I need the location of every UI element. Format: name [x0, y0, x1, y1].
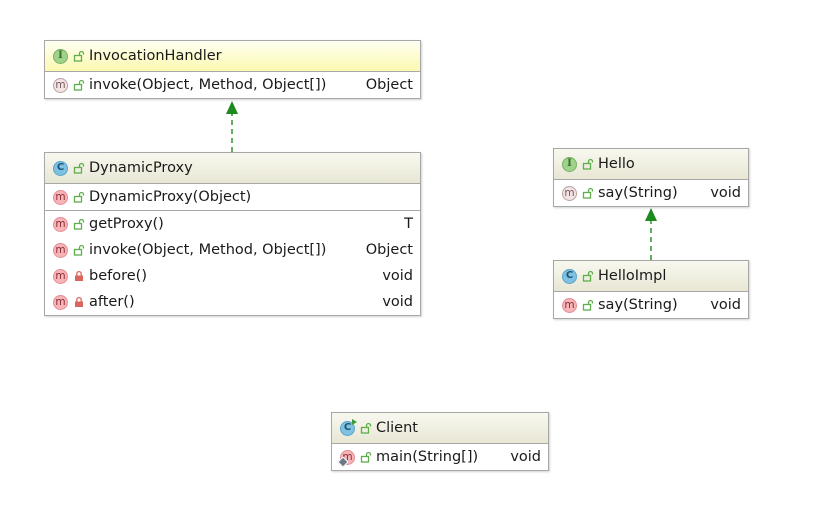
public-lock-icon — [73, 244, 85, 256]
method-icon: m — [53, 268, 68, 284]
public-lock-icon — [582, 187, 594, 199]
interface-header: I Hello — [554, 149, 748, 180]
class-header: C Client — [332, 413, 548, 444]
class-name: DynamicProxy — [89, 160, 193, 176]
method-signature: invoke(Object, Method, Object[]) — [89, 77, 327, 93]
interface-header: I InvocationHandler — [45, 41, 420, 72]
methods-section: m say(String) void — [554, 180, 748, 206]
class-icon: C — [53, 160, 68, 176]
interface-name: InvocationHandler — [89, 48, 222, 64]
method-signature: after() — [89, 294, 135, 310]
method-icon: m — [53, 216, 68, 232]
method-row[interactable]: m invoke(Object, Method, Object[]) Objec… — [45, 237, 420, 263]
method-icon: m — [562, 297, 577, 313]
methods-section: m say(String) void — [554, 292, 748, 318]
class-header: C DynamicProxy — [45, 153, 420, 184]
implements-arrowhead-invocationhandler — [226, 101, 238, 114]
method-return-type: void — [710, 185, 741, 201]
interface-invocationhandler[interactable]: I InvocationHandler m invoke(Object, Met… — [44, 40, 421, 99]
method-row[interactable]: m getProxy() T — [45, 211, 420, 237]
class-header: C HelloImpl — [554, 261, 748, 292]
method-row[interactable]: m invoke(Object, Method, Object[]) Objec… — [45, 72, 420, 98]
methods-section: m invoke(Object, Method, Object[]) Objec… — [45, 72, 420, 98]
interface-hello[interactable]: I Hello m say(String) void — [553, 148, 749, 207]
method-signature: before() — [89, 268, 147, 284]
class-helloimpl[interactable]: C HelloImpl m say(String) void — [553, 260, 749, 319]
implements-arrowhead-hello — [645, 208, 657, 221]
interface-icon: I — [562, 156, 577, 172]
method-signature: getProxy() — [89, 216, 164, 232]
runnable-class-icon: C — [340, 418, 357, 436]
method-return-type: T — [404, 216, 413, 232]
run-badge-icon — [352, 418, 357, 425]
class-name: Client — [376, 420, 418, 436]
method-icon: m — [53, 189, 68, 205]
class-icon: C — [562, 268, 577, 284]
method-return-type: Object — [365, 242, 413, 258]
method-signature: say(String) — [598, 185, 678, 201]
method-return-type: Object — [365, 77, 413, 93]
public-lock-icon — [73, 191, 85, 203]
method-row[interactable]: m say(String) void — [554, 292, 748, 318]
public-lock-icon — [73, 162, 85, 174]
method-row[interactable]: m before() void — [45, 263, 420, 289]
constructor-row[interactable]: m DynamicProxy(Object) — [45, 184, 420, 210]
static-method-icon: m — [337, 449, 355, 468]
class-client[interactable]: C Client m main(String[]) void — [331, 412, 549, 471]
constructor-signature: DynamicProxy(Object) — [89, 189, 252, 205]
abstract-method-icon: m — [562, 185, 577, 201]
method-icon: m — [53, 242, 68, 258]
method-return-type: void — [382, 268, 413, 284]
methods-section: m getProxy() T m invoke(Object, Method, … — [45, 211, 420, 315]
method-signature: main(String[]) — [376, 449, 479, 465]
method-return-type: void — [710, 297, 741, 313]
abstract-method-icon: m — [53, 77, 68, 93]
public-lock-icon — [73, 50, 85, 62]
public-lock-icon — [360, 451, 372, 463]
public-lock-icon — [582, 158, 594, 170]
method-signature: say(String) — [598, 297, 678, 313]
method-signature: invoke(Object, Method, Object[]) — [89, 242, 327, 258]
public-lock-icon — [582, 299, 594, 311]
class-name: HelloImpl — [598, 268, 667, 284]
method-letter: m — [342, 450, 353, 463]
public-lock-icon — [73, 218, 85, 230]
class-dynamicproxy[interactable]: C DynamicProxy m DynamicProxy(Object) m — [44, 152, 421, 316]
class-letter: C — [343, 422, 352, 433]
method-return-type: void — [382, 294, 413, 310]
interface-icon: I — [53, 48, 68, 64]
public-lock-icon — [582, 270, 594, 282]
public-lock-icon — [360, 422, 372, 434]
method-icon: m — [53, 294, 68, 310]
constructors-section: m DynamicProxy(Object) — [45, 184, 420, 211]
private-lock-icon — [75, 296, 83, 307]
methods-section: m main(String[]) void — [332, 444, 548, 470]
method-row[interactable]: m main(String[]) void — [332, 444, 548, 470]
public-lock-icon — [73, 79, 85, 91]
method-row[interactable]: m after() void — [45, 289, 420, 315]
private-lock-icon — [75, 270, 83, 281]
method-row[interactable]: m say(String) void — [554, 180, 748, 206]
interface-name: Hello — [598, 156, 635, 172]
method-return-type: void — [510, 449, 541, 465]
